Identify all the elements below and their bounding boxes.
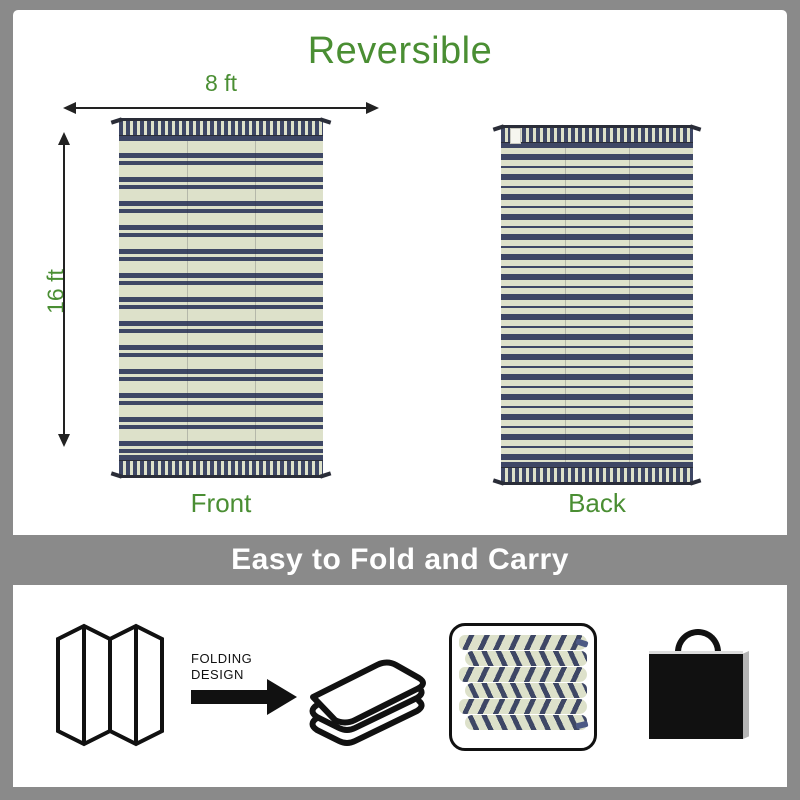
banner-text: Easy to Fold and Carry [231,543,569,576]
rug-edge [119,475,323,478]
back-caption: Back [568,488,626,518]
mat-fold-layer [459,635,587,650]
arrow-body [191,690,269,704]
fold-seam [564,148,566,462]
mat-fold-layer [459,667,587,682]
arrowhead-down [58,434,70,447]
mat-fold-layer [465,683,587,698]
arrow-line [76,107,366,109]
carry-bag-icon [649,629,751,741]
rug-dashed-border [501,128,693,143]
arrowhead-right [366,102,379,114]
folding-design-label: FOLDING DESIGN [191,651,252,684]
arrowhead-left [63,102,76,114]
folded-mat-photo [449,623,597,751]
fold-seam [186,141,188,455]
rug-label-tag [510,128,521,144]
rug-dashed-border [119,460,323,475]
mat-fold-layer [459,699,587,714]
width-dimension-label: 8 ft [205,70,237,96]
rug-edge [119,118,323,121]
folded-blanket-icon [309,659,426,746]
mat-fold-layer [465,651,587,666]
fold-and-carry-panel: FOLDING DESIGN [13,585,787,787]
rug-edge [501,125,693,128]
rug-front-stripes [119,141,323,455]
bag-body [649,654,743,739]
reversible-panel: Reversible 8 ft 16 ft [13,10,787,535]
mat-strap [575,720,589,730]
folding-design-line2: DESIGN [191,667,244,683]
rug-front-image [110,117,332,479]
bag-top-edge [649,651,743,654]
rug-back-stripes [501,148,693,462]
section-banner: Easy to Fold and Carry [0,535,800,585]
rug-stripe [501,143,693,148]
arrowhead-up [58,132,70,145]
page-title: Reversible [307,30,493,72]
rug-edge [501,482,693,485]
bag-handle [675,629,721,659]
arrow-head [267,679,297,715]
bag-side-edge [743,651,749,739]
front-caption: Front [190,488,252,518]
rug-dashed-border [119,121,323,136]
mat-fold-layer [465,715,587,730]
width-dimension-arrow [63,101,379,115]
folding-design-line1: FOLDING [191,651,253,666]
rug-dashed-border [501,467,693,482]
arrow-line [63,145,65,434]
rug-stripe [119,455,323,460]
accordion-fold-icon [56,623,164,747]
rug-stripe [501,462,693,467]
fold-seam [628,148,630,462]
height-dimension-arrow [57,132,71,447]
rug-stripe [119,136,323,141]
fold-seam [254,141,256,455]
rug-back-image [492,124,702,486]
arrow-right-icon [191,679,303,715]
